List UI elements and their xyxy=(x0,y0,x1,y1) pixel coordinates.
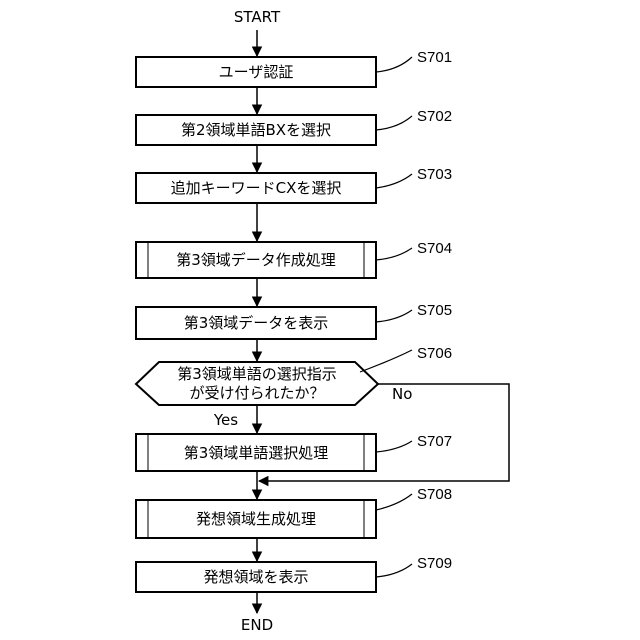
process-label-s702: 第2領域単語BXを選択 xyxy=(181,121,331,139)
process-label-s701: ユーザ認証 xyxy=(219,63,294,81)
step-id-s708: S708 xyxy=(417,486,452,503)
start-label: START xyxy=(234,8,281,26)
process-label-s707: 第3領域単語選択処理 xyxy=(184,444,329,462)
process-label-s708: 発想領域生成処理 xyxy=(196,510,316,528)
end-label: END xyxy=(241,616,273,634)
decision-label-line2: が受け付られたか？ xyxy=(189,384,324,402)
process-label-s704: 第3領域データ作成処理 xyxy=(176,251,336,269)
leader-line-s709 xyxy=(376,564,412,577)
no-label: No xyxy=(392,385,412,403)
leader-line-s702 xyxy=(376,116,412,130)
step-id-s702: S702 xyxy=(417,108,452,125)
leader-line-s703 xyxy=(376,174,412,188)
process-label-s705: 第3領域データを表示 xyxy=(184,314,329,332)
leader-line-s701 xyxy=(376,57,412,72)
leader-line-s708 xyxy=(376,494,412,510)
decision-label-line1: 第3領域単語の選択指示 xyxy=(177,365,337,383)
leader-line-s704 xyxy=(376,248,412,260)
step-id-s705: S705 xyxy=(417,302,452,319)
process-label-s703: 追加キーワードCXを選択 xyxy=(171,179,342,197)
step-id-s704: S704 xyxy=(417,240,452,257)
step-id-s709: S709 xyxy=(417,555,452,572)
leader-line-s705 xyxy=(376,310,412,322)
yes-label: Yes xyxy=(213,411,238,429)
step-id-s707: S707 xyxy=(417,433,452,450)
process-label-s709: 発想領域を表示 xyxy=(203,568,308,586)
leader-line-s707 xyxy=(376,441,412,452)
leader-line-s706 xyxy=(360,350,412,372)
step-id-s703: S703 xyxy=(417,166,452,183)
step-id-s701: S701 xyxy=(417,49,452,66)
step-id-s706: S706 xyxy=(417,345,452,362)
